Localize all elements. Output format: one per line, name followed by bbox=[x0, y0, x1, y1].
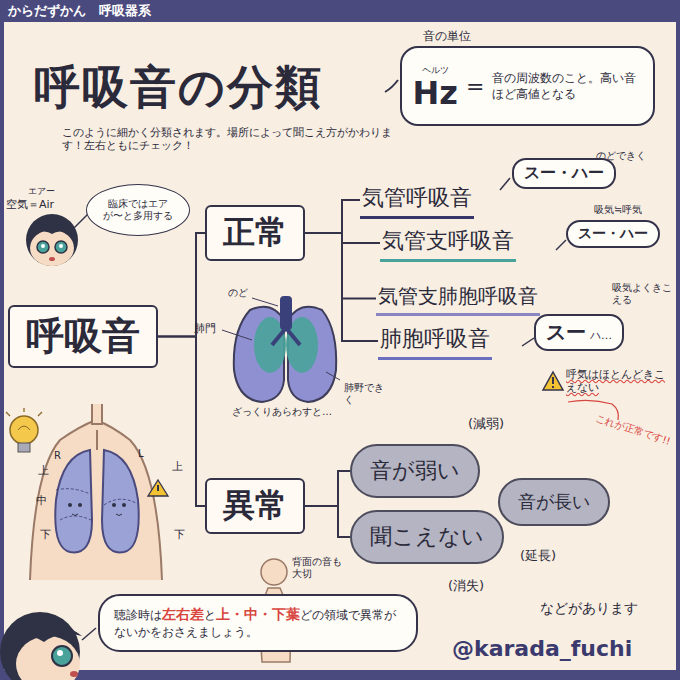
speech-bubble: 臨床ではエアが〜と多用する bbox=[86, 184, 190, 236]
warning-icon bbox=[543, 372, 563, 390]
note-label: 吸気よくきこえる bbox=[612, 282, 672, 306]
node-text: = bbox=[466, 74, 484, 99]
sound-bubble: スー・ハー bbox=[512, 158, 616, 189]
face-icon bbox=[26, 214, 78, 266]
abnormal-cloud: 音が弱い bbox=[350, 444, 480, 498]
node-text: ヘルツ bbox=[422, 64, 449, 77]
note-label: L bbox=[138, 448, 144, 460]
node-text: 聴診時は bbox=[114, 608, 162, 622]
bracket-connector bbox=[305, 233, 376, 299]
note-label: R bbox=[54, 450, 61, 462]
note-label: (減弱) bbox=[468, 416, 504, 432]
bubble-tail bbox=[74, 214, 88, 228]
node-text: 正常 bbox=[223, 211, 287, 255]
note-label: 背面の音も大切 bbox=[292, 556, 348, 580]
frame bbox=[676, 22, 680, 670]
bracket-connector bbox=[158, 233, 205, 337]
node-text: 左右差 bbox=[162, 606, 204, 622]
category-box: 呼吸音 bbox=[8, 305, 158, 368]
frame bbox=[0, 22, 4, 670]
category-box: 正常 bbox=[205, 205, 305, 261]
node-text: Hz bbox=[413, 77, 458, 109]
bubble-tail bbox=[385, 80, 398, 92]
abnormal-cloud: 聞こえない bbox=[350, 510, 504, 564]
note-label: これが正常です!! bbox=[594, 412, 672, 448]
node-text: 上・中・下葉 bbox=[216, 606, 300, 622]
bubble-tail bbox=[500, 178, 510, 190]
bubble-tail bbox=[522, 338, 534, 346]
note-label: 中 bbox=[36, 494, 47, 507]
node-text: 音の周波数のこと。高い音ほど高値となる bbox=[492, 70, 642, 102]
node-text: 異常 bbox=[223, 484, 287, 528]
node-text: スー・ハー bbox=[578, 225, 648, 243]
bubble-tail bbox=[82, 628, 96, 640]
note-label: (消失) bbox=[448, 578, 484, 594]
note-label: 下 bbox=[174, 528, 185, 541]
sound-item: 気管支肺胞呼吸音 bbox=[376, 281, 540, 316]
node-text: 気管支肺胞呼吸音 bbox=[378, 283, 538, 310]
node-text: 気管呼吸音 bbox=[362, 183, 472, 213]
bubble-tail bbox=[556, 240, 566, 250]
node-text: スー bbox=[546, 319, 586, 346]
node-text: 気管支呼吸音 bbox=[382, 226, 514, 256]
note-label: のど bbox=[228, 287, 248, 299]
node-text: 肺胞呼吸音 bbox=[380, 324, 490, 354]
note-label: @karada_fuchi bbox=[452, 636, 632, 662]
note-label: 上 bbox=[172, 460, 183, 473]
lightbulb-icon bbox=[6, 408, 42, 452]
node-text: 聞こえない bbox=[370, 522, 484, 552]
note-label: 下 bbox=[40, 528, 51, 541]
note-label: 肺門 bbox=[194, 322, 216, 335]
face-icon bbox=[0, 612, 82, 680]
note-label: (延長) bbox=[520, 548, 556, 564]
title: 呼吸音の分類 bbox=[34, 60, 323, 115]
note-label: 上 bbox=[38, 464, 49, 477]
note-label: 呼気はほとんどきこえない bbox=[566, 368, 674, 394]
sound-item: 肺胞呼吸音 bbox=[378, 322, 492, 360]
note-label: エアー bbox=[28, 186, 55, 197]
note-label: このように細かく分類されます。場所によって聞こえ方がかわります！左右ともにチェッ… bbox=[62, 126, 392, 152]
bracket-connector bbox=[305, 233, 378, 341]
bracket-connector bbox=[305, 471, 350, 506]
sound-item: 気管呼吸音 bbox=[360, 181, 474, 219]
abnormal-cloud: 音が長い bbox=[498, 478, 610, 526]
sound-bubble: スー・ハー bbox=[566, 220, 660, 248]
node-text: 音が長い bbox=[518, 490, 590, 514]
header-band bbox=[0, 0, 680, 22]
note-label: からだずかん 呼吸器系 bbox=[8, 3, 151, 19]
node-text: ハ… bbox=[590, 328, 612, 343]
hz-bubble: 音の単位ヘルツHz=音の周波数のこと。高い音ほど高値となる bbox=[400, 46, 655, 126]
chest-figure bbox=[30, 404, 162, 580]
sound-item: 気管支呼吸音 bbox=[380, 224, 516, 262]
node-text: と bbox=[204, 608, 216, 622]
tip-bubble: 聴診時は左右差と上・中・下葉どの領域で異常がないかをおさえましょう。 bbox=[98, 594, 418, 652]
bracket-connector bbox=[305, 506, 350, 537]
lung-figure bbox=[222, 296, 340, 402]
note-label: などがあります bbox=[540, 600, 638, 617]
bracket-connector bbox=[158, 337, 205, 507]
category-box: 異常 bbox=[205, 478, 305, 534]
node-text: 音の単位 bbox=[420, 28, 474, 45]
bracket-connector bbox=[305, 200, 360, 233]
note-label: 肺野できく bbox=[344, 382, 386, 406]
node-text: 呼吸音 bbox=[26, 311, 140, 362]
node-text: スー・ハー bbox=[524, 163, 604, 184]
sound-bubble: スーハ… bbox=[534, 314, 624, 351]
note-label: 吸気≒呼気 bbox=[594, 204, 642, 216]
node-text: 音が弱い bbox=[370, 456, 460, 486]
note-label: 空気＝Air bbox=[6, 198, 54, 211]
note-label: ざっくりあらわすと… bbox=[232, 406, 332, 418]
warning-icon bbox=[148, 480, 168, 496]
node-text: 臨床ではエアが〜と多用する bbox=[99, 198, 177, 223]
footer-band bbox=[0, 670, 680, 680]
